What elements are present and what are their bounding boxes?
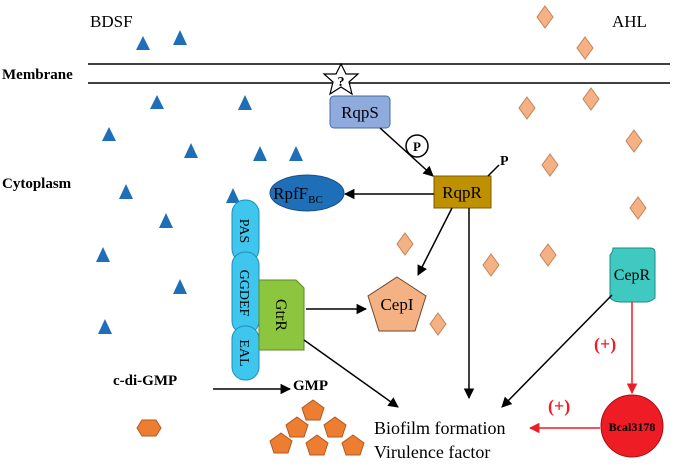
bdsf-label: BDSF <box>90 12 133 31</box>
rqps-box <box>329 95 391 129</box>
ahl-diamond <box>539 243 557 267</box>
bdsf-triangle <box>226 188 240 203</box>
ahl-diamond <box>429 312 447 336</box>
phosphate-circle-label: P <box>413 139 421 154</box>
gmp-pentagon-icon <box>285 416 309 438</box>
cepr-box <box>609 247 656 303</box>
bdsf-triangle <box>96 247 110 262</box>
ahl-diamond <box>518 96 536 120</box>
bdsf-triangle <box>238 95 252 110</box>
gmp-pentagon-icon <box>305 434 329 456</box>
bcal3178-label: Bcal3178 <box>609 420 656 434</box>
cdigmp-hexagon-icon <box>136 419 162 437</box>
eal-domain <box>231 325 260 381</box>
bdsf-triangle <box>119 184 133 199</box>
bdsf-triangle <box>289 146 303 161</box>
unknown-signal-star-icon <box>322 62 360 96</box>
gmp-label: GMP <box>293 378 328 394</box>
bdsf-triangle <box>173 30 187 45</box>
ahl-diamond <box>482 253 500 277</box>
gmp-pentagon-icon <box>269 432 293 454</box>
bdsf-triangle <box>136 36 150 50</box>
rqps-label: RqpS <box>341 103 379 122</box>
ahl-label: AHL <box>612 12 647 31</box>
bdsf-triangle <box>98 319 112 334</box>
gmp-pentagon-icon <box>341 434 365 456</box>
bdsf-triangle <box>184 143 198 158</box>
rqpr-phospho-label: P <box>500 154 509 169</box>
membrane-label: Membrane <box>2 67 73 83</box>
ahl-diamond <box>541 153 559 177</box>
bdsf-triangle <box>150 95 164 109</box>
cepr-activation-plus: (+) <box>594 334 616 355</box>
ggdef-label: GGDEF <box>236 270 251 317</box>
ahl-diamond <box>582 87 600 111</box>
bdsf-triangle <box>253 146 267 161</box>
phosphate-circle-icon <box>405 134 429 158</box>
bcal3178-circle <box>600 394 664 458</box>
gmp-pentagon-icon <box>323 416 347 438</box>
bdsf-triangle <box>159 213 173 228</box>
bdsf-triangle <box>102 127 116 141</box>
ahl-diamond <box>625 129 643 153</box>
cepi-pentagon <box>367 276 427 332</box>
pas-label: PAS <box>236 219 251 243</box>
gtrr-box <box>258 279 305 351</box>
ahl-diamond <box>536 5 554 29</box>
cytoplasm-label: Cytoplasm <box>2 176 72 192</box>
gtrr-to-biofilm-arrow <box>303 339 399 408</box>
gmp-molecules <box>269 399 365 456</box>
bcal-activation-plus: (+) <box>548 396 570 417</box>
rqpr-phospho-bond <box>487 164 500 177</box>
rpff-label-main: RpfF <box>273 184 308 203</box>
rqpr-label: RqpR <box>442 183 482 202</box>
ahl-diamond <box>629 196 647 220</box>
rpff-label: RpfFBC <box>273 184 323 206</box>
rqpr-box <box>433 175 492 209</box>
rpff-label-subscript: BC <box>308 194 323 206</box>
ahl-diamond <box>576 36 594 60</box>
virulence-factor-label: Virulence factor <box>374 442 490 462</box>
rpff-ellipse <box>269 174 345 212</box>
rqps-to-rqpr-arrow <box>379 127 434 177</box>
ahl-molecules <box>396 5 647 336</box>
ahl-diamond <box>396 232 414 256</box>
cepr-to-biofilm-arrow <box>501 294 613 408</box>
gtrr-label: GtrR <box>272 299 289 331</box>
rqpr-to-cepi-arrow <box>417 207 453 276</box>
bdsf-triangle <box>173 279 187 294</box>
biofilm-formation-label: Biofilm formation <box>374 418 505 438</box>
cdigmp-label: c-di-GMP <box>113 373 177 389</box>
unknown-signal-question-mark: ? <box>338 75 345 90</box>
bdsf-molecules <box>96 30 303 334</box>
gmp-pentagon-icon <box>301 399 325 421</box>
cepr-label: CepR <box>614 267 651 284</box>
eal-label: EAL <box>236 339 251 366</box>
cepi-label: CepI <box>380 295 413 314</box>
